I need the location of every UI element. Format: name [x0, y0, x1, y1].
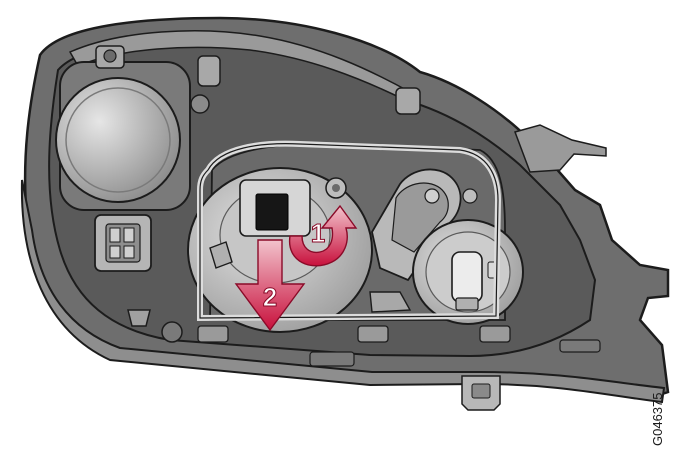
secondary-bulb-base — [455, 297, 479, 311]
mount-hole-bottom-left — [161, 321, 183, 343]
motor-mount-screw — [462, 188, 478, 204]
step-1-label: 1 — [311, 218, 325, 248]
connector-pin — [109, 227, 121, 243]
adjuster-screw-top — [190, 94, 210, 114]
connector-pin — [123, 245, 135, 259]
holder-screw-center — [332, 184, 340, 192]
round-reflector-rim — [65, 87, 171, 193]
mount-screw-top-left — [103, 49, 117, 63]
bottom-rib — [559, 339, 601, 353]
latch-1 — [197, 325, 229, 343]
bottom-rib — [309, 351, 355, 367]
pull-arrow — [234, 239, 306, 332]
connector-pin — [123, 227, 135, 243]
latch-2 — [357, 325, 389, 343]
latch-3 — [479, 325, 511, 343]
cover-frame-outline — [199, 143, 499, 319]
wire-clip — [127, 309, 151, 327]
figure-code: G046375 — [650, 393, 665, 447]
bulb-socket — [255, 193, 289, 231]
connector-pin — [109, 245, 121, 259]
secondary-bulb — [451, 251, 483, 303]
motor-gear — [424, 188, 440, 204]
bowl-clip-left — [209, 241, 233, 269]
step-2-label: 2 — [263, 282, 277, 312]
actuator-foot — [369, 291, 412, 313]
rotate-arrow — [289, 204, 358, 267]
mount-post-right — [395, 87, 421, 115]
right-bracket — [514, 124, 607, 173]
bottom-mount-slot — [471, 383, 491, 399]
mount-post-top — [197, 55, 221, 87]
housing-lower-trim — [20, 179, 666, 404]
round-reflector — [55, 77, 181, 203]
